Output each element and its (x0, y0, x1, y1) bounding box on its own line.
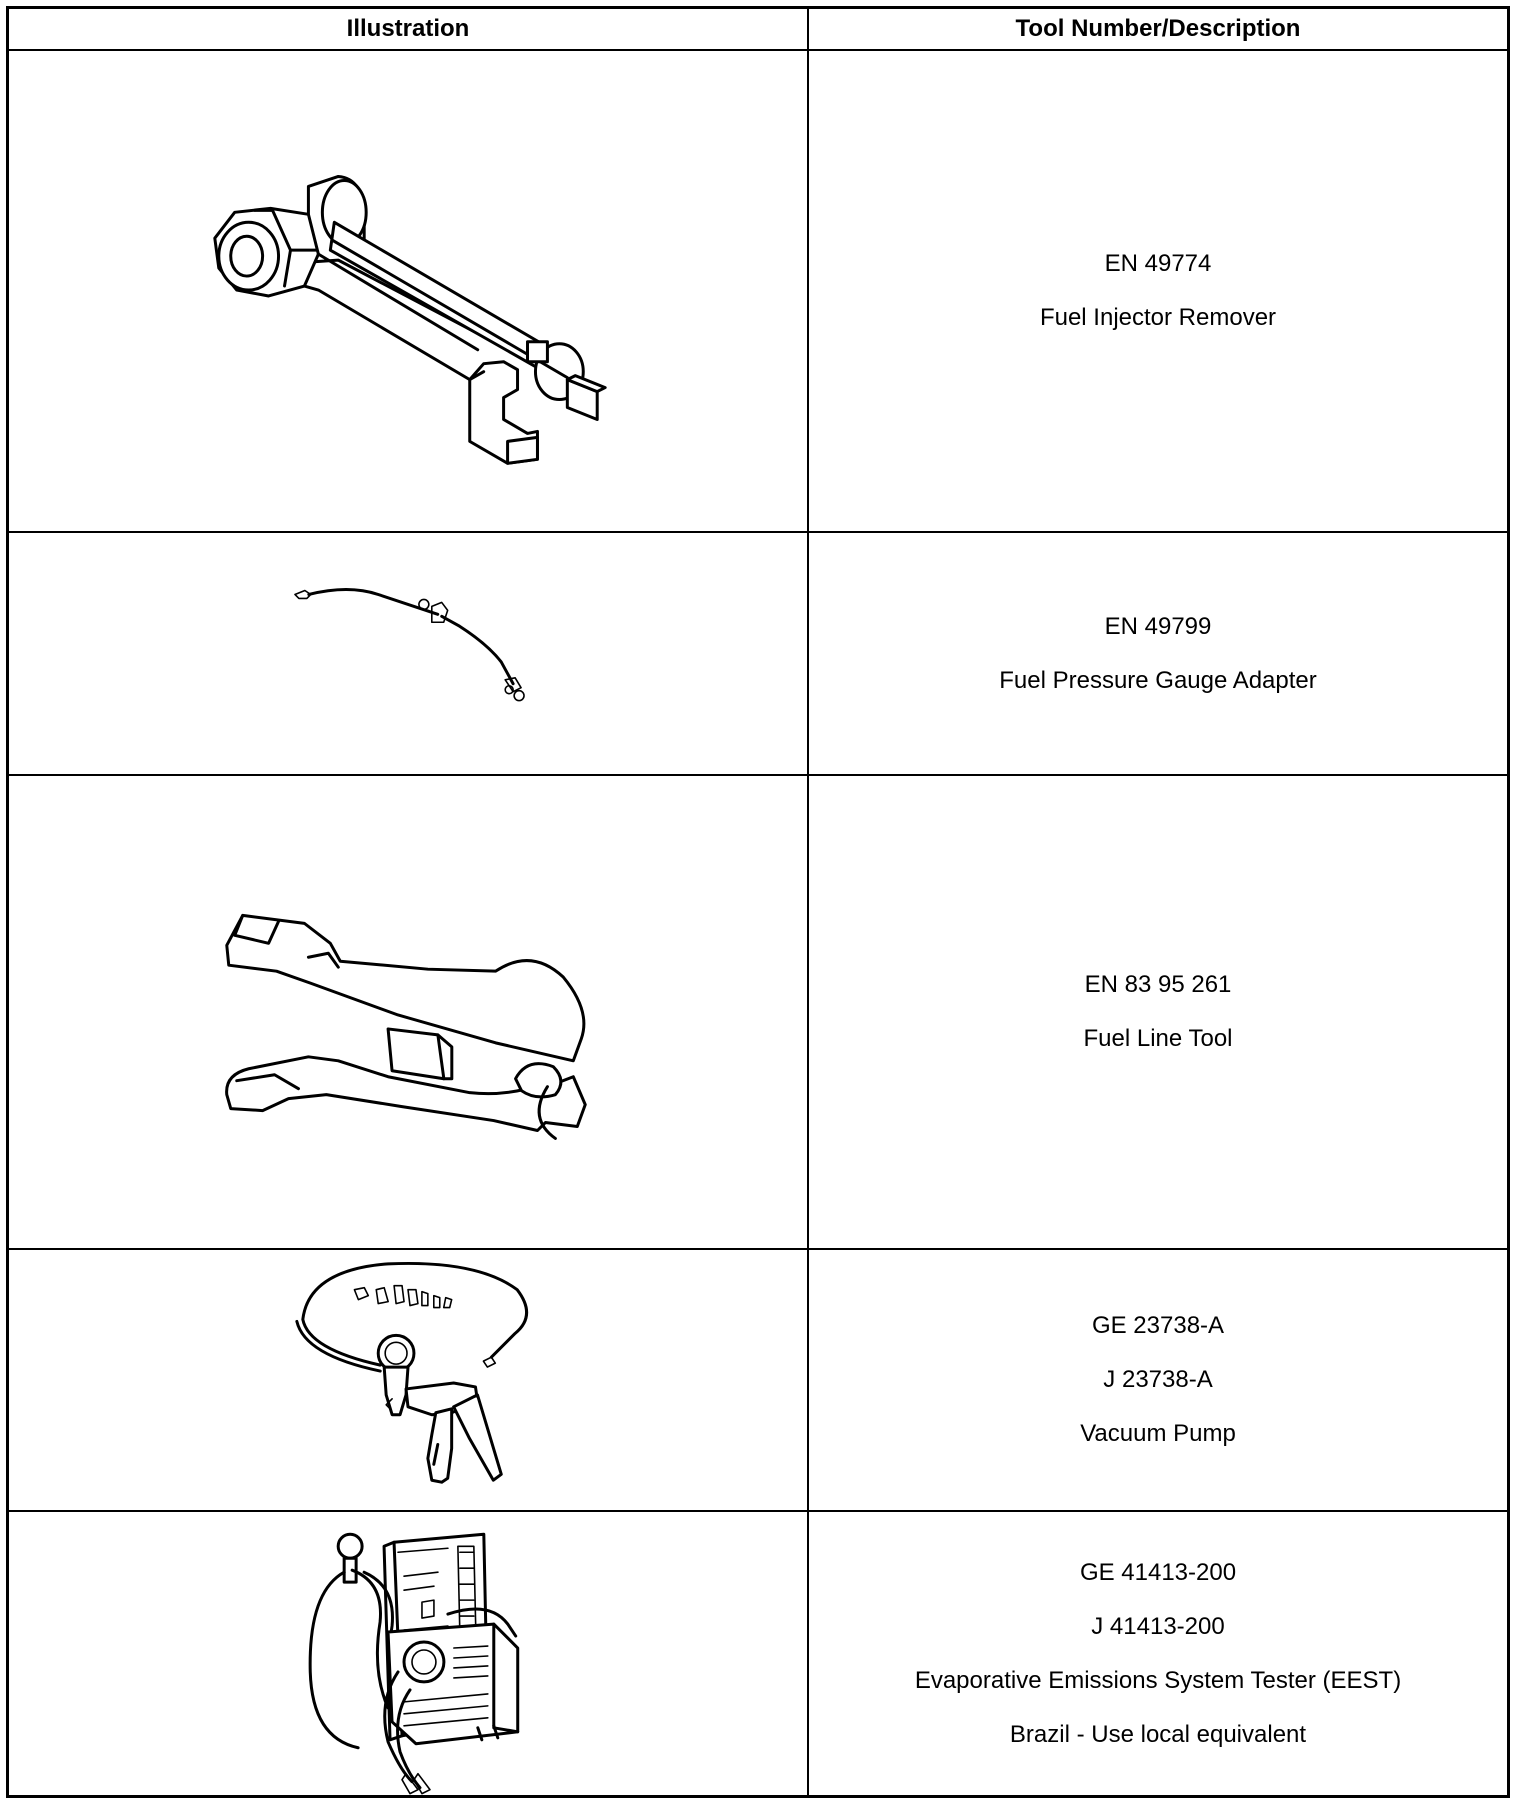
tool-note: Brazil - Use local equivalent (1009, 1720, 1307, 1748)
fuel-line-tool-illustration (225, 913, 587, 1140)
illustration-cell (9, 51, 809, 531)
table-row: GE 23738-A J 23738-A Vacuum Pump (9, 1250, 1507, 1512)
tool-description-cell: GE 41413-200 J 41413-200 Evaporative Emi… (809, 1512, 1507, 1795)
tool-description: Fuel Pressure Gauge Adapter (999, 666, 1317, 694)
fuel-pressure-gauge-adapter-illustration (294, 588, 525, 702)
tool-description: Fuel Line Tool (1083, 1025, 1233, 1052)
tool-description-cell: EN 49774 Fuel Injector Remover (809, 51, 1507, 531)
illustration-cell (9, 1250, 809, 1510)
tool-number: EN 49799 (1104, 612, 1212, 640)
table-row: EN 49799 Fuel Pressure Gauge Adapter (9, 533, 1507, 776)
evap-system-tester-illustration (308, 1532, 520, 1795)
fuel-injector-remover-illustration (213, 174, 607, 465)
header-illustration: Illustration (9, 9, 809, 49)
tool-description-cell: GE 23738-A J 23738-A Vacuum Pump (809, 1250, 1507, 1510)
table-row: EN 49774 Fuel Injector Remover (9, 51, 1507, 533)
tool-description-cell: EN 49799 Fuel Pressure Gauge Adapter (809, 533, 1507, 774)
illustration-cell (9, 1512, 809, 1795)
special-tools-table: Illustration Tool Number/Description (6, 6, 1510, 1798)
tool-number-alt: J 41413-200 (1091, 1612, 1225, 1640)
tool-number: GE 23738-A (1091, 1312, 1225, 1339)
tool-description-cell: EN 83 95 261 Fuel Line Tool (809, 776, 1507, 1248)
table-row: GE 41413-200 J 41413-200 Evaporative Emi… (9, 1512, 1507, 1795)
tool-number: GE 41413-200 (1079, 1558, 1237, 1586)
vacuum-pump-illustration (295, 1261, 529, 1484)
illustration-cell (9, 533, 809, 774)
tool-number: EN 49774 (1104, 250, 1212, 277)
illustration-cell (9, 776, 809, 1248)
tool-number-alt: J 23738-A (1103, 1366, 1213, 1393)
header-tool-description: Tool Number/Description (1015, 15, 1301, 42)
table-header-row: Illustration Tool Number/Description (9, 9, 1507, 51)
tool-description: Fuel Injector Remover (1039, 304, 1277, 331)
tool-description: Evaporative Emissions System Tester (EES… (914, 1666, 1402, 1694)
tool-description: Vacuum Pump (1080, 1420, 1236, 1447)
tool-number: EN 83 95 261 (1084, 971, 1232, 998)
table-row: EN 83 95 261 Fuel Line Tool (9, 776, 1507, 1250)
